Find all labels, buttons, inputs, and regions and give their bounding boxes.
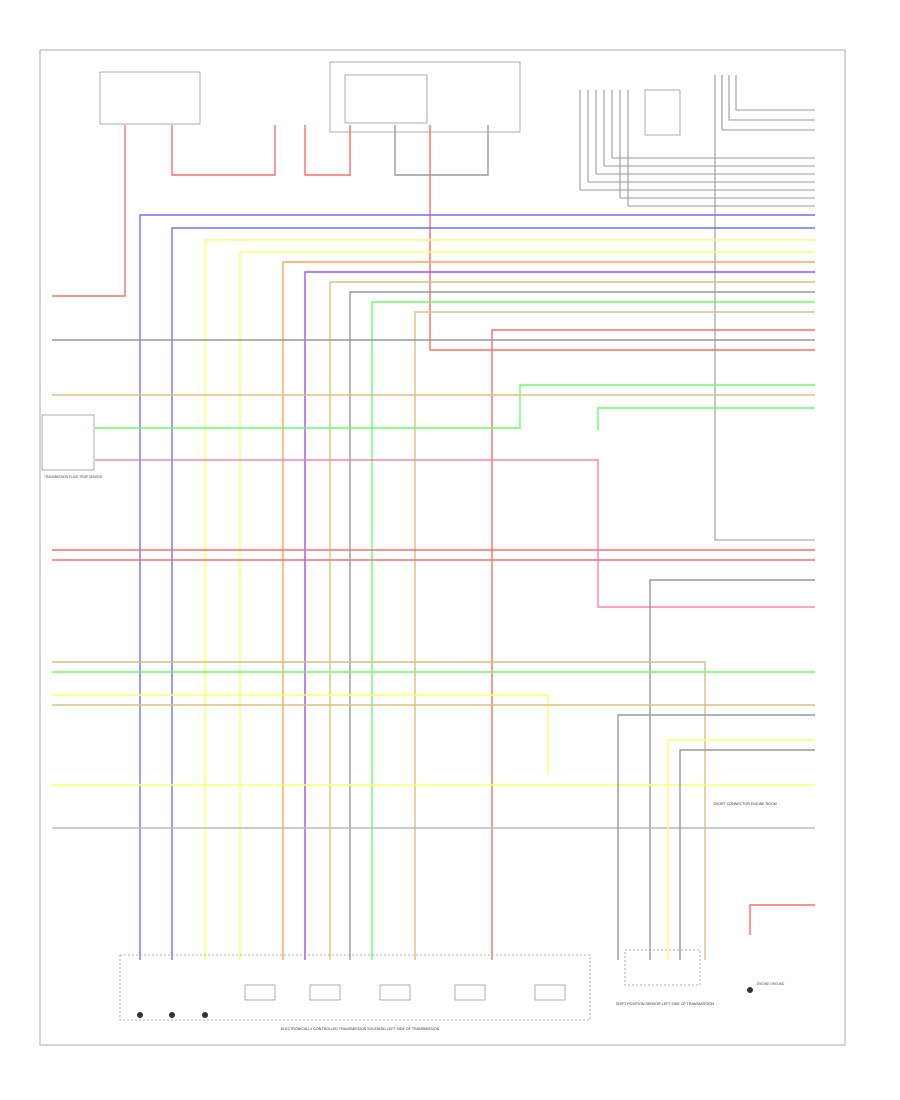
- wire-tan-4: [52, 661, 706, 960]
- top-components: [99, 61, 681, 136]
- wire-red-1: [52, 125, 126, 297]
- solenoid-1: [244, 984, 276, 1001]
- wire-blue-2: [171, 227, 815, 960]
- shorting-connector-caption: SHORT CONNECTOR ENGINE ROOM: [713, 802, 777, 806]
- wire-yellow-5: [667, 739, 815, 960]
- solenoid-connectors: [119, 949, 701, 1021]
- wire-red-5: [491, 329, 815, 960]
- wire-pink-1: [95, 459, 815, 608]
- wire-yellow-2: [239, 251, 815, 960]
- solenoid-2: [309, 984, 341, 1001]
- tcm-connector-caption: SHIFT POSITION SENSOR LEFT SIDE OF TRANS…: [616, 1002, 714, 1006]
- ground-caption: ENGINE GROUND: [757, 982, 785, 986]
- wire-red-4: [429, 125, 815, 351]
- ground-4: [747, 987, 753, 993]
- wire-gray-6: [617, 714, 815, 960]
- solenoid-caption: ELECTRONICALLY CONTROLLED TRANSMISSION S…: [281, 1027, 440, 1031]
- wire-green-1: [371, 301, 815, 960]
- wire-green-2: [95, 384, 815, 429]
- wire-tan-2: [414, 311, 815, 960]
- solenoid-group-box: [119, 954, 591, 1021]
- wire-yellow-1: [204, 239, 815, 960]
- ground-2: [169, 1012, 175, 1018]
- diagram-border: [39, 49, 846, 1046]
- ground-3: [202, 1012, 208, 1018]
- connector-block-top: [644, 89, 681, 136]
- wire-gray-4: [649, 579, 815, 960]
- wire-red-3: [304, 125, 351, 176]
- relay-inner: [344, 74, 428, 124]
- left-sensor-box: [41, 414, 95, 471]
- ecm-box-1: [99, 71, 201, 125]
- wire-red-2: [171, 125, 276, 176]
- bus-wires: [52, 125, 815, 960]
- solenoid-3: [379, 984, 411, 1001]
- tcm-connector-box: [624, 949, 701, 986]
- wire-purple-1: [304, 271, 815, 960]
- solenoid-4: [454, 984, 486, 1001]
- solenoid-5: [534, 984, 566, 1001]
- wire-tan-1: [329, 281, 815, 960]
- wire-gray-relay: [394, 125, 489, 176]
- ground-1: [137, 1012, 143, 1018]
- wire-green-3: [597, 407, 815, 430]
- wire-red-8: [749, 904, 815, 935]
- wire-yellow-3: [52, 694, 549, 775]
- wire-orange-1: [282, 261, 815, 960]
- wire-gray-7: [679, 749, 815, 960]
- ground-symbols: [137, 987, 753, 1018]
- wire-gray-2: [349, 291, 815, 960]
- relay-box: [329, 61, 521, 133]
- wire-blue-1: [139, 214, 815, 960]
- pressure-sensor-caption: TRANSMISSION FLUID TEMP SENSOR: [44, 475, 103, 479]
- top-right-gray-fan: [579, 75, 815, 541]
